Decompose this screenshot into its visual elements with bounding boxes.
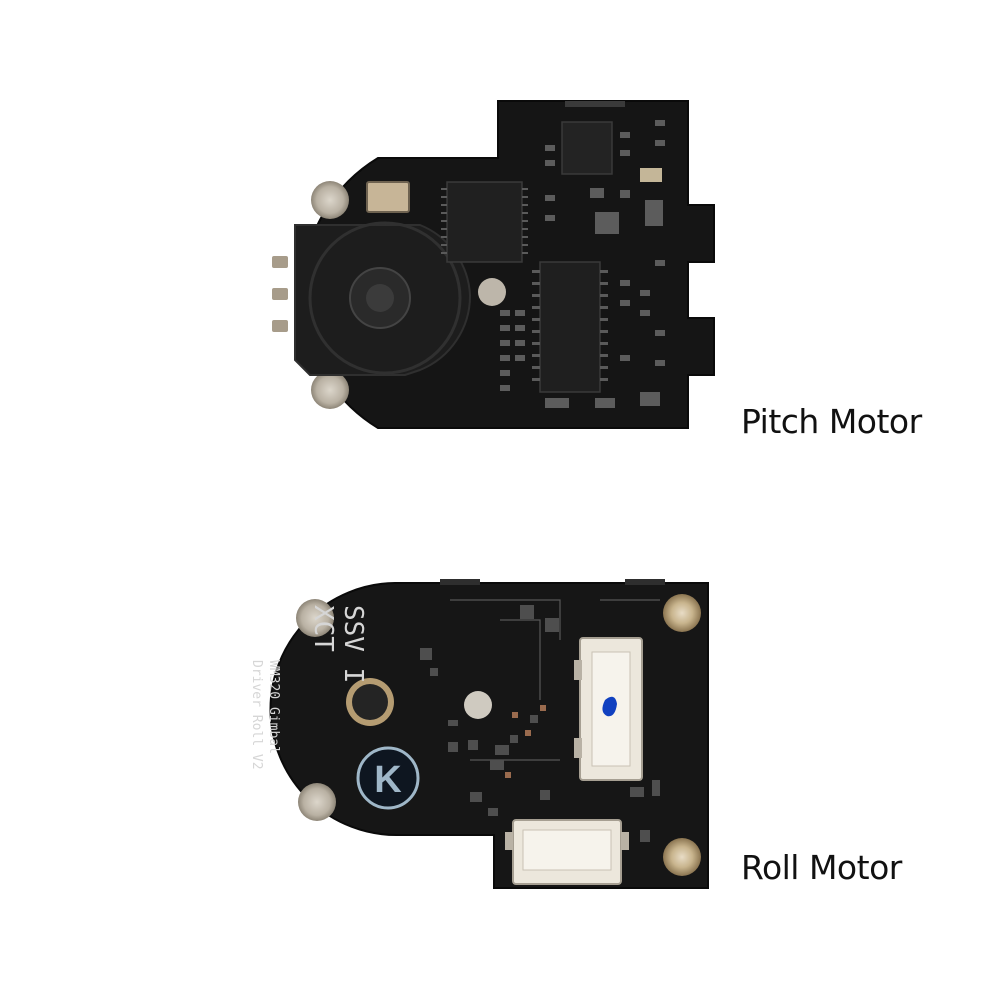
roll-silkscreen: SSV I XCT WM320 Gimbal Driver Roll V2	[249, 605, 368, 770]
roll-ink-mark	[602, 696, 617, 717]
roll-mount-hole-bottom-left	[298, 783, 336, 821]
roll-connector-bottom	[505, 819, 629, 885]
pitch-mount-hole-bottom	[311, 371, 349, 409]
roll-board-code: SSV I	[338, 605, 368, 683]
roll-mount-hole-top-left	[296, 599, 334, 637]
pitch-motor-board	[272, 100, 715, 429]
roll-mount-hole-top-right	[663, 594, 701, 632]
roll-board-model: WM320 Gimbal	[266, 660, 281, 754]
roll-top-edge-pads	[440, 579, 665, 585]
pitch-motor-label: Pitch Motor	[741, 402, 922, 441]
roll-connector-right	[574, 637, 643, 781]
roll-motor-label: Roll Motor	[741, 848, 902, 887]
pitch-center-hole	[478, 278, 506, 306]
pitch-driver-chip	[539, 261, 601, 393]
roll-board-code-2: XCT	[308, 605, 338, 652]
roll-motor-board: SSV I XCT WM320 Gimbal Driver Roll V2 K	[249, 579, 709, 889]
roll-mount-hole-bottom-right	[663, 838, 701, 876]
roll-passives	[420, 605, 660, 842]
roll-board-desc: Driver Roll V2	[249, 660, 264, 770]
pitch-sensor-chip	[561, 121, 613, 175]
pitch-mcu-chip	[446, 181, 523, 263]
roll-k-logo: K	[356, 746, 420, 810]
pitch-capacitor	[640, 168, 662, 182]
roll-resistors	[505, 705, 546, 778]
pitch-side-pads	[272, 256, 288, 332]
pitch-edge-pads	[565, 101, 625, 107]
pitch-passives	[500, 120, 665, 408]
pitch-crystal	[366, 181, 410, 213]
roll-via-hole	[464, 691, 492, 719]
roll-logo-letter: K	[374, 759, 402, 801]
pitch-mount-hole-top	[311, 181, 349, 219]
